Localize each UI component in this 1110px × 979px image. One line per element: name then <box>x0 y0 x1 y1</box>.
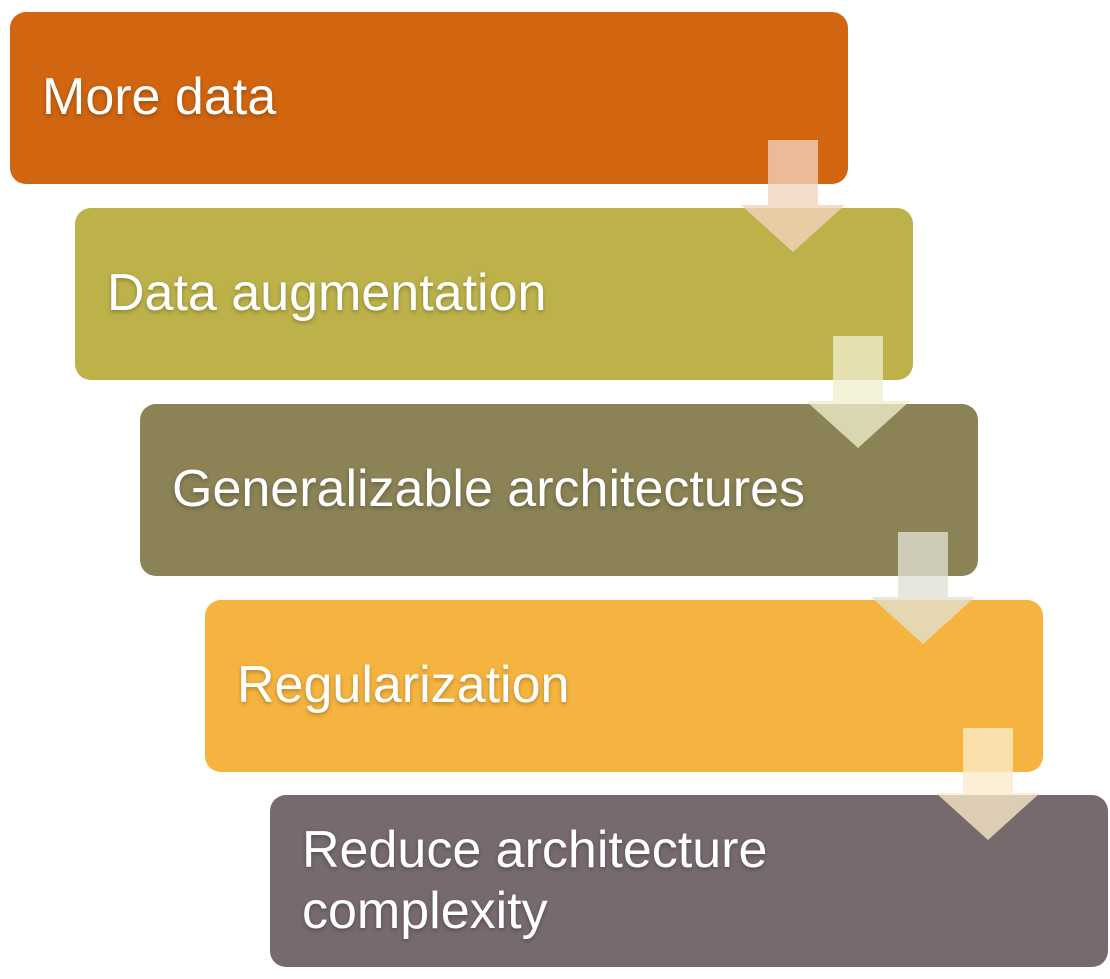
step-box-reduce-architecture-complexity: Reduce architecture complexity <box>270 795 1108 967</box>
step-label: Data augmentation <box>107 264 547 323</box>
step-label: Regularization <box>237 656 570 715</box>
step-box-more-data: More data <box>10 12 848 184</box>
step-box-data-augmentation: Data augmentation <box>75 208 913 380</box>
step-box-regularization: Regularization <box>205 600 1043 772</box>
step-box-generalizable-architectures: Generalizable architectures <box>140 404 978 576</box>
step-label: More data <box>42 68 277 127</box>
step-label: Generalizable architectures <box>172 460 805 519</box>
step-label: Reduce architecture complexity <box>302 820 768 940</box>
